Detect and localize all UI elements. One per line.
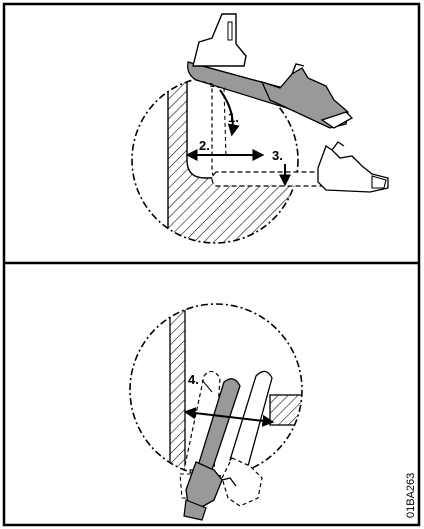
step-label-4: 4. bbox=[188, 372, 199, 387]
arrow-step-1 bbox=[219, 89, 240, 137]
chainsaw-current bbox=[183, 378, 241, 521]
arrow-step-4 bbox=[183, 407, 275, 427]
chainsaw-plunge bbox=[187, 13, 354, 129]
bottom-panel: 4. bbox=[129, 303, 303, 521]
figure-code: 01BA263 bbox=[405, 473, 417, 518]
chainsaw-horizontal bbox=[211, 141, 389, 193]
top-panel: 1. 2. 3. bbox=[131, 13, 389, 244]
step-label-3: 3. bbox=[272, 148, 283, 163]
step-label-2: 2. bbox=[199, 138, 210, 153]
step-label-1: 1. bbox=[228, 110, 239, 125]
